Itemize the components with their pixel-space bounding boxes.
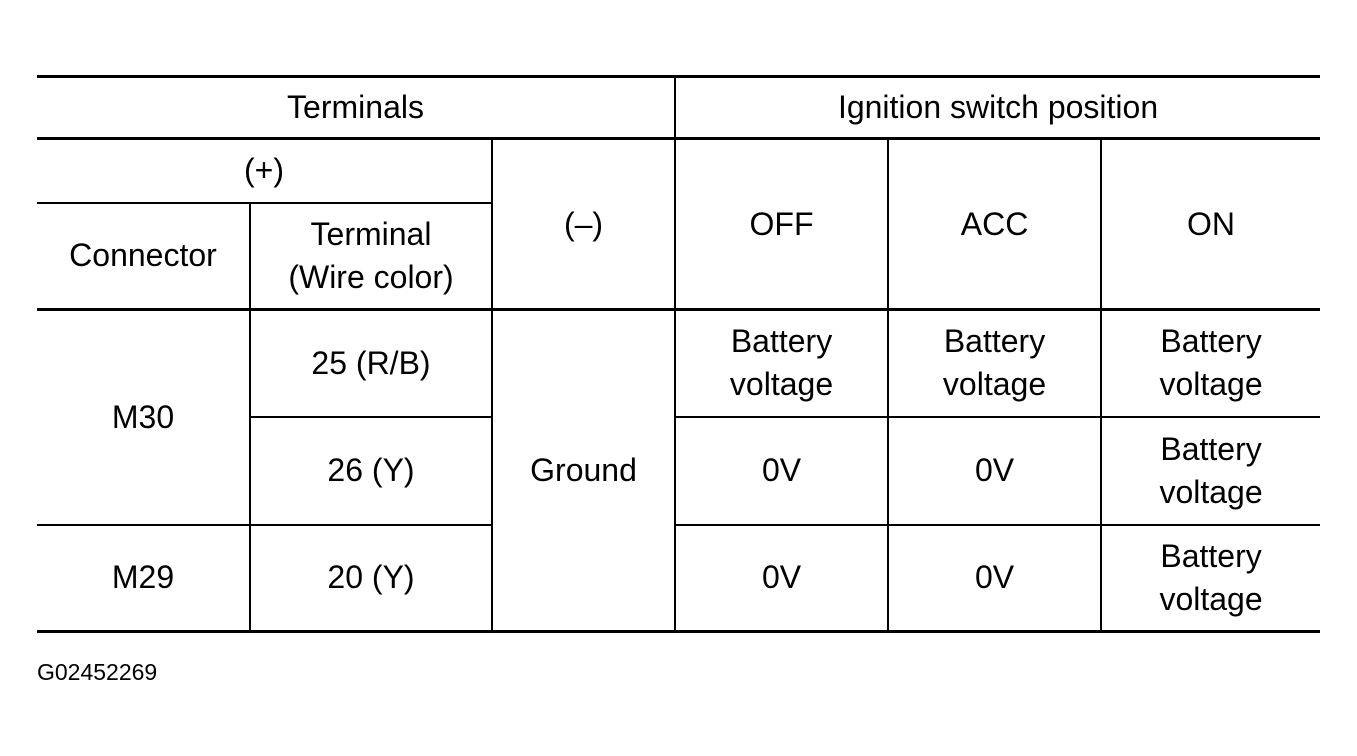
header-row-1: Terminals Ignition switch position — [37, 75, 1321, 140]
off-value: 0V — [761, 452, 802, 488]
connector-value: M30 — [111, 398, 175, 435]
off-cell: 0V — [674, 523, 890, 633]
off-cell: Battery voltage — [674, 308, 890, 418]
connector-cell: M29 — [37, 523, 251, 633]
terminal-value: 20 (Y) — [327, 559, 415, 596]
terminals-header: Terminals — [37, 75, 677, 140]
header-row-3: Connector Terminal (Wire color) — [37, 201, 1320, 311]
minus-header: (–) — [490, 137, 677, 311]
plus-header-label: (+) — [244, 152, 284, 189]
terminal-header-line1: Terminal — [310, 215, 432, 252]
minus-header-label: (–) — [563, 205, 604, 242]
acc-cell: 0V — [887, 415, 1103, 526]
on-value-line2: voltage — [1159, 580, 1263, 617]
on-value-line2: voltage — [1159, 473, 1263, 510]
ignition-position-header-label: Ignition switch position — [837, 89, 1159, 125]
on-header-label: ON — [1187, 205, 1236, 242]
plus-header: (+) — [37, 137, 493, 204]
terminal-value: 26 (Y) — [327, 452, 415, 488]
off-value: 0V — [761, 559, 802, 596]
on-value-line1: Battery — [1160, 323, 1262, 360]
figure-id: G02452269 — [37, 659, 158, 685]
on-value-line1: Battery — [1160, 537, 1262, 574]
terminal-header-line2: (Wire color) — [288, 258, 454, 295]
terminal-cell: 26 (Y) — [249, 415, 493, 526]
off-header-label: OFF — [749, 205, 814, 242]
on-cell: Battery voltage — [1100, 308, 1321, 418]
header-row-2: (+) (–) OFF ACC ON — [37, 137, 1321, 311]
acc-value-line1: Battery — [943, 323, 1046, 360]
acc-cell: Battery voltage — [887, 308, 1103, 418]
table-row: M30 25 (R/B) Ground Battery voltage Batt… — [37, 308, 1321, 633]
on-cell: Battery voltage — [1100, 415, 1321, 526]
connector-header-label: Connector — [69, 237, 217, 274]
connector-value: M29 — [111, 559, 175, 596]
acc-header: ACC — [887, 137, 1103, 311]
terminal-cell: 20 (Y) — [249, 523, 493, 633]
off-cell: 0V — [674, 415, 890, 526]
off-value-line1: Battery — [730, 323, 833, 360]
off-header: OFF — [674, 137, 890, 311]
connector-cell: M30 — [37, 308, 251, 526]
table-row: 26 (Y) 0V 0V Battery voltage — [37, 415, 1321, 526]
acc-value: 0V — [974, 559, 1015, 596]
acc-value: 0V — [974, 452, 1015, 488]
terminals-header-label: Terminals — [287, 89, 424, 125]
on-value-line1: Battery — [1160, 430, 1262, 467]
ground-value: Ground — [530, 452, 637, 488]
table-row: M29 20 (Y) 0V 0V Battery voltage — [37, 523, 1321, 633]
acc-cell: 0V — [887, 523, 1103, 633]
on-header: ON — [1100, 137, 1321, 311]
acc-value-line2: voltage — [942, 366, 1047, 403]
ignition-position-header: Ignition switch position — [674, 75, 1321, 140]
connector-header: Connector — [37, 201, 251, 311]
terminal-voltage-table: Terminals Ignition switch position (+) (… — [37, 75, 1321, 633]
terminal-header: Terminal (Wire color) — [249, 201, 493, 311]
terminal-cell: 25 (R/B) — [249, 308, 493, 418]
terminal-value: 25 (R/B) — [311, 344, 431, 381]
ground-cell: Ground — [490, 308, 677, 633]
on-value-line2: voltage — [1159, 366, 1263, 403]
off-value-line2: voltage — [729, 366, 834, 403]
acc-header-label: ACC — [960, 205, 1029, 242]
on-cell: Battery voltage — [1100, 523, 1321, 633]
